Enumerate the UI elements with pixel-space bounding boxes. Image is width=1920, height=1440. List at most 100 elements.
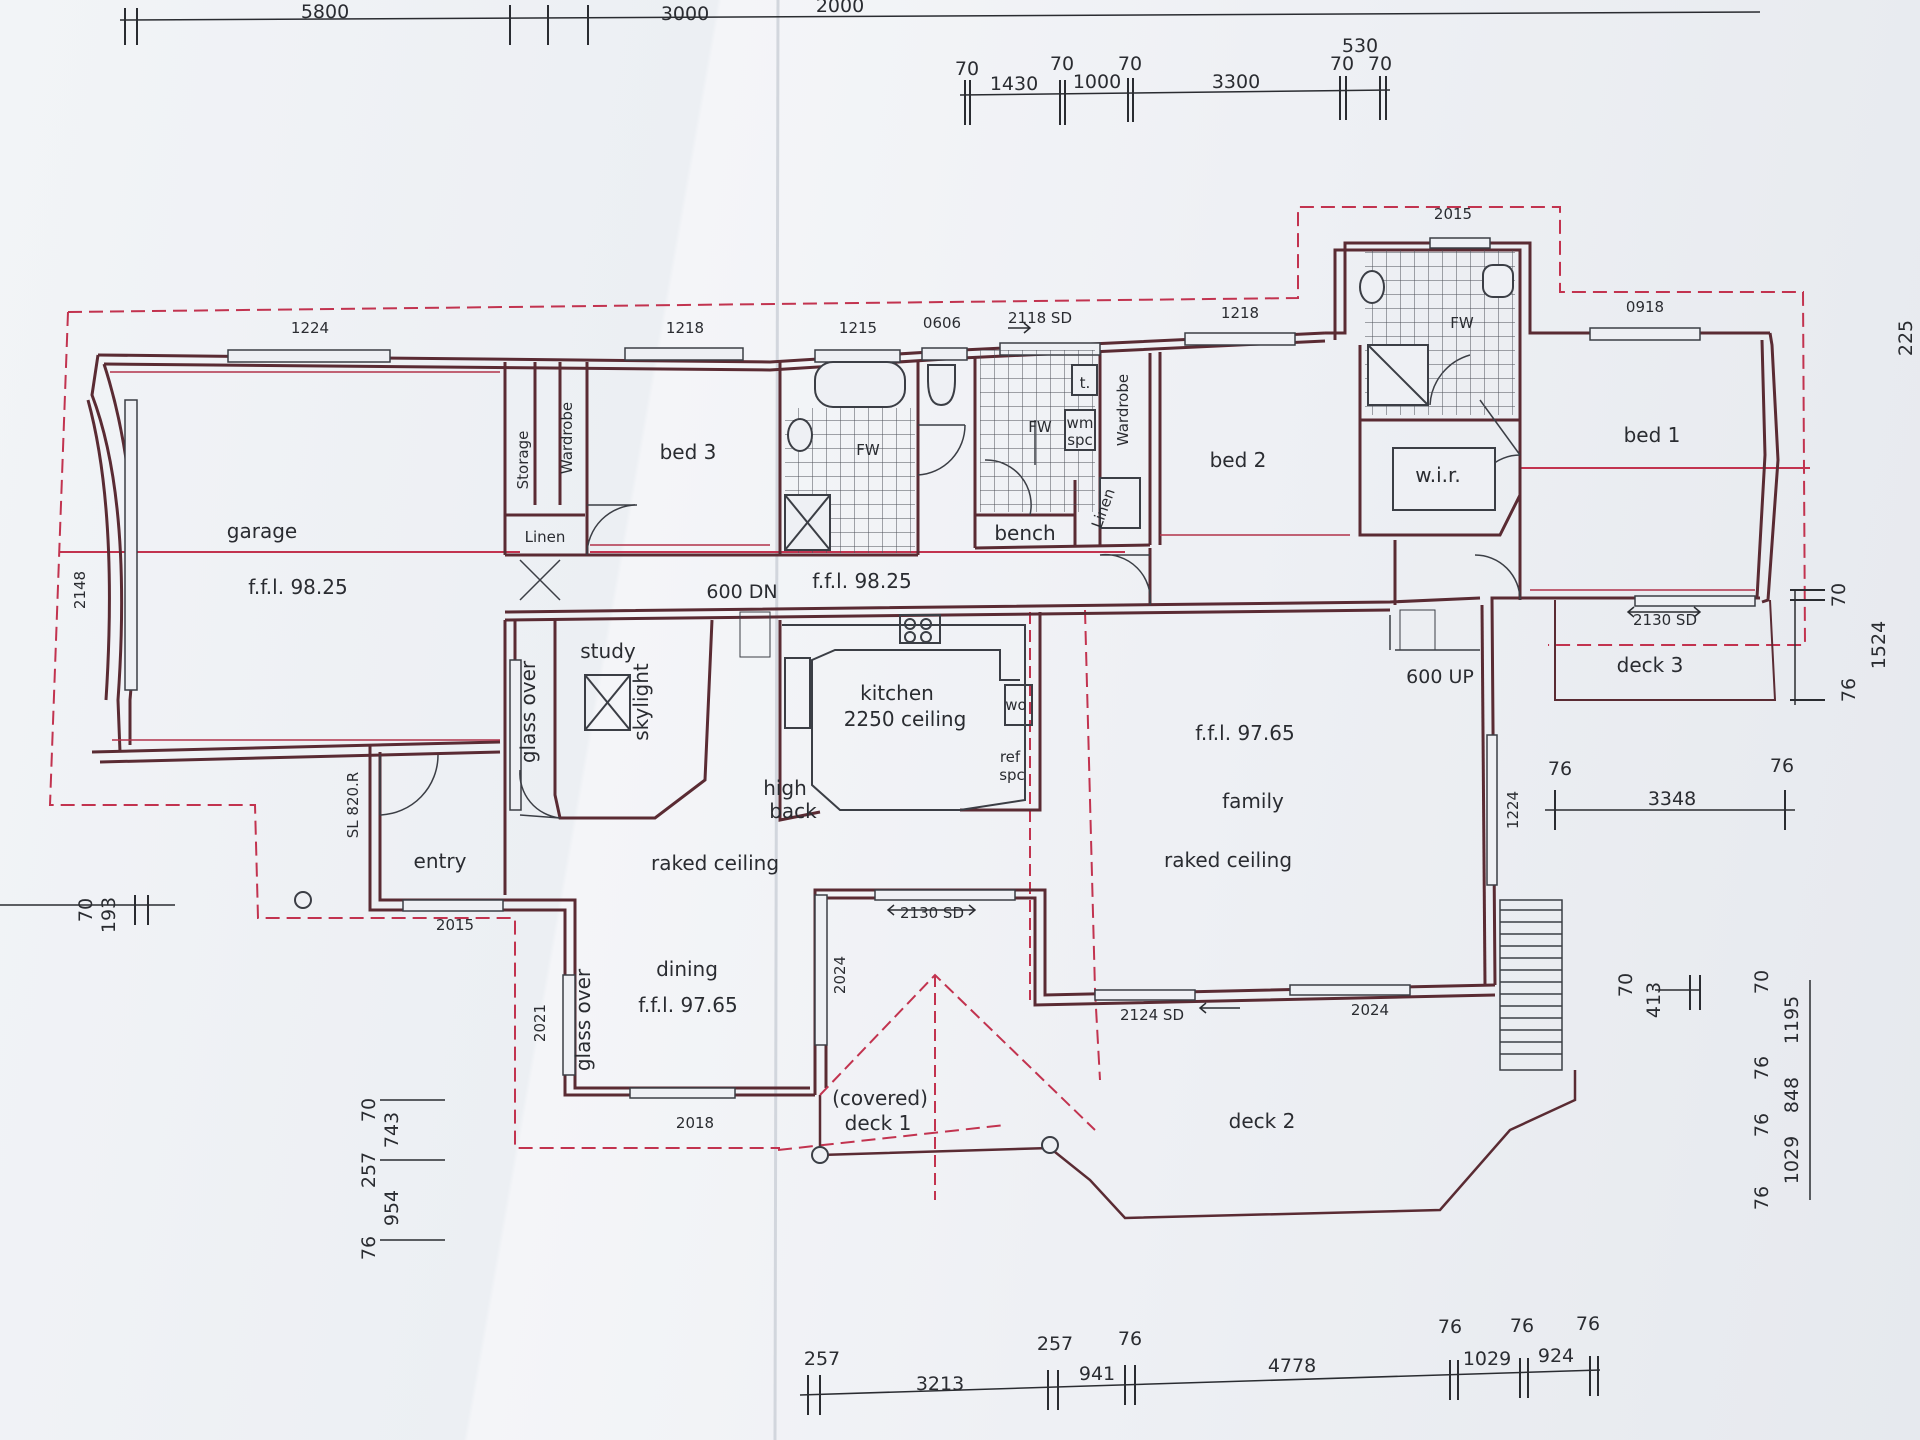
label-fw-ensuite: FW	[1450, 314, 1474, 332]
label-dining: dining	[656, 957, 718, 981]
skylight-mark	[584, 674, 631, 731]
label-t: t.	[1080, 374, 1091, 392]
dim-l2-70: 70	[358, 1098, 380, 1122]
deck-outlines	[818, 1070, 1577, 1220]
label-skylight: skylight	[629, 663, 653, 741]
label-bed1: bed 1	[1624, 423, 1681, 447]
kitchen-benches	[782, 614, 1033, 811]
label-kitchen-ceiling: 2250 ceiling	[844, 707, 967, 731]
label-bed3: bed 3	[660, 440, 717, 464]
label-entry: entry	[414, 849, 467, 873]
covered-deck-roof	[819, 973, 1096, 1200]
dim-257a: 257	[804, 1348, 840, 1370]
dim-r-1524: 1524	[1868, 621, 1890, 669]
dim-r-848: 848	[1781, 1077, 1803, 1113]
dim-r-76d: 76	[1751, 1056, 1773, 1080]
opening-2021: 2021	[531, 1004, 549, 1042]
dim-r-70c: 70	[1751, 970, 1773, 994]
dim-4778: 4778	[1268, 1355, 1316, 1377]
opening-0606: 0606	[923, 314, 961, 332]
label-high: high	[763, 776, 807, 800]
sliding-door-arrows	[886, 322, 1702, 1014]
label-wardrobe-bed2: Wardrobe	[1114, 374, 1132, 446]
stairs	[739, 609, 1563, 1071]
label-linen-left: Linen	[525, 528, 566, 546]
dim-l2-257: 257	[358, 1152, 380, 1188]
opening-2148: 2148	[71, 571, 89, 609]
dim-r-3348: 3348	[1648, 788, 1696, 810]
opening-2018: 2018	[676, 1114, 714, 1132]
dim-70e: 70	[1368, 53, 1392, 75]
deck-rail-posts	[294, 891, 1059, 1164]
opening-0918: 0918	[1626, 298, 1664, 316]
dim-76a: 76	[1118, 1328, 1142, 1350]
dim-3000: 3000	[661, 3, 709, 25]
label-garage-level: f.f.l. 98.25	[248, 575, 347, 599]
dim-70d: 70	[1330, 53, 1354, 75]
opening-1218-bed2: 1218	[1221, 304, 1259, 322]
dim-2000: 2000	[816, 0, 864, 17]
dim-l2-743: 743	[381, 1112, 403, 1148]
label-wm: wm	[1067, 414, 1094, 432]
dim-1430: 1430	[990, 73, 1038, 95]
opening-1224-garage: 1224	[291, 319, 329, 337]
dim-1000: 1000	[1073, 71, 1121, 93]
label-bath-level: f.f.l. 98.25	[812, 569, 911, 593]
windows	[124, 237, 1756, 1099]
label-sl-door: SL 820.R	[344, 772, 362, 838]
opening-1218-bed3: 1218	[666, 319, 704, 337]
label-dining-level: f.f.l. 97.65	[638, 993, 737, 1017]
label-raked-family: raked ceiling	[1164, 848, 1292, 872]
dim-l2-954: 954	[381, 1190, 403, 1226]
internal-walls	[503, 333, 1522, 895]
dim-76b: 76	[1438, 1316, 1462, 1338]
opening-2015-ensuite: 2015	[1434, 205, 1472, 223]
dim-r-1029: 1029	[1781, 1136, 1803, 1184]
door-swings	[379, 354, 1521, 819]
dimension-labels: 5800 3000 2000 70 1430 70 1000 70 3300 5…	[75, 0, 1917, 1395]
dim-r-76c: 76	[1838, 678, 1860, 702]
dim-l2-76: 76	[358, 1236, 380, 1260]
wall-liners	[110, 371, 1755, 741]
label-600-dn: 600 DN	[706, 581, 777, 603]
label-wo: wo	[1005, 696, 1026, 714]
dimension-lines	[0, 11, 1811, 1396]
dim-924: 924	[1538, 1345, 1574, 1367]
dim-3213: 3213	[916, 1373, 964, 1395]
label-garage: garage	[227, 519, 297, 543]
label-ref-spc: spc	[999, 766, 1025, 784]
label-wardrobe-bed3: Wardrobe	[558, 402, 576, 474]
dim-r-70: 70	[1828, 583, 1850, 607]
label-glass-over-study: glass over	[516, 660, 540, 763]
label-study: study	[580, 639, 636, 663]
opening-2130-sd-bed1: 2130 SD	[1633, 611, 1697, 629]
opening-2024-left: 2024	[831, 956, 849, 994]
dimension-ticks	[124, 5, 1825, 1415]
dim-70a: 70	[955, 58, 979, 80]
label-raked-dining: raked ceiling	[651, 851, 779, 875]
dim-941: 941	[1079, 1363, 1115, 1385]
dim-r-413: 413	[1643, 982, 1665, 1018]
label-kitchen: kitchen	[860, 681, 934, 705]
opening-1215: 1215	[839, 319, 877, 337]
label-fw-bath: FW	[856, 441, 880, 459]
opening-1224-stair: 1224	[1504, 791, 1522, 829]
label-deck1: deck 1	[845, 1111, 912, 1135]
dim-5800: 5800	[301, 1, 349, 23]
opening-2118-sd: 2118 SD	[1008, 309, 1072, 327]
dim-r-76f: 76	[1751, 1186, 1773, 1210]
dim-1029: 1029	[1463, 1348, 1511, 1370]
label-family-level: f.f.l. 97.65	[1195, 721, 1294, 745]
label-back: back	[769, 799, 817, 823]
bathroom-fixtures	[784, 264, 1514, 551]
label-bench: bench	[994, 521, 1055, 545]
label-glass-over-dining: glass over	[571, 968, 595, 1071]
opening-2130-sd-dining: 2130 SD	[900, 904, 964, 922]
dim-l-193: 193	[98, 897, 120, 933]
dim-70c: 70	[1118, 53, 1142, 75]
dim-r-1195: 1195	[1781, 996, 1803, 1044]
dim-530: 530	[1342, 35, 1378, 57]
room-labels: garage f.f.l. 98.25 Storage Wardrobe Lin…	[227, 314, 1684, 1135]
